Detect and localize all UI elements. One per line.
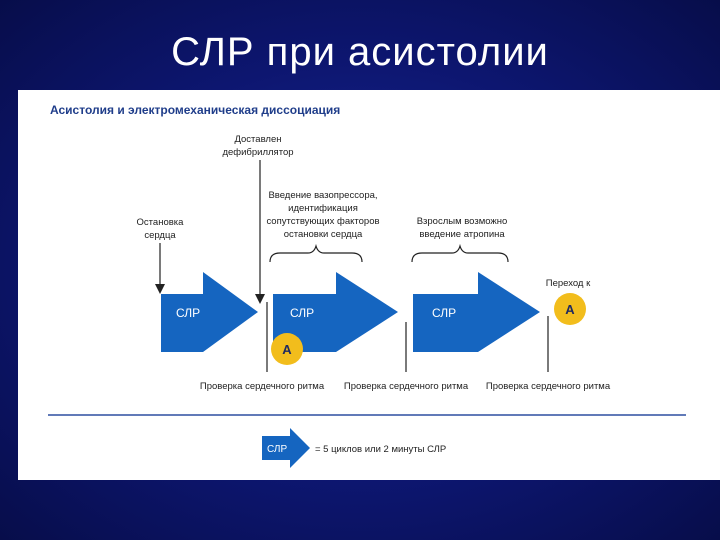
legend-text: = 5 циклов или 2 минуты СЛР [315,444,446,455]
cpr-arrow-3 [413,272,540,352]
badge-a-2-label: A [565,302,575,317]
cpr-arrow-1-label: СЛР [176,306,200,320]
legend-arrow-label: СЛР [267,444,287,455]
cpr-arrow-2 [273,272,398,352]
arrest-pointer-arrowhead [155,284,165,294]
slide-title: СЛР при асистолии [171,30,549,74]
atropine-brace [411,243,509,263]
rhythm-check-label-1: Проверка сердечного ритма [200,381,325,392]
legend-arrow [262,428,310,468]
badge-a-1 [271,333,303,365]
annotation-vasopressor-line4: остановки сердца [284,229,363,240]
annotation-defib-line1: Доставлен [234,134,281,145]
diagram-panel: Асистолия и электромеханическая диссоциа… [18,90,720,480]
defib-pointer-arrowhead [255,294,265,304]
cpr-arrow-3-label: СЛР [432,306,456,320]
annotation-arrest-line2: сердца [144,230,176,241]
rhythm-check-label-3: Проверка сердечного ритма [486,381,611,392]
annotation-transition: Переход к [546,278,591,289]
badge-a-1-label: A [282,342,292,357]
cpr-arrow-2-label: СЛР [290,306,314,320]
rhythm-check-label-2: Проверка сердечного ритма [344,381,469,392]
vasopressor-brace [269,243,363,263]
annotation-arrest-line1: Остановка [137,217,185,228]
annotation-vasopressor-line1: Введение вазопрессора, [268,190,377,201]
diagram-heading: Асистолия и электромеханическая диссоциа… [50,103,340,117]
annotation-atropine-line2: введение атропина [419,229,505,240]
cpr-asystole-diagram: Асистолия и электромеханическая диссоциа… [48,103,686,468]
annotation-defib-line2: дефибриллятор [222,147,293,158]
annotation-vasopressor-line2: идентификация [288,203,358,214]
annotation-vasopressor-line3: сопутствующих факторов [266,216,379,227]
annotation-atropine-line1: Взрослым возможно [417,216,508,227]
cpr-arrow-1 [161,272,258,352]
badge-a-2 [554,293,586,325]
